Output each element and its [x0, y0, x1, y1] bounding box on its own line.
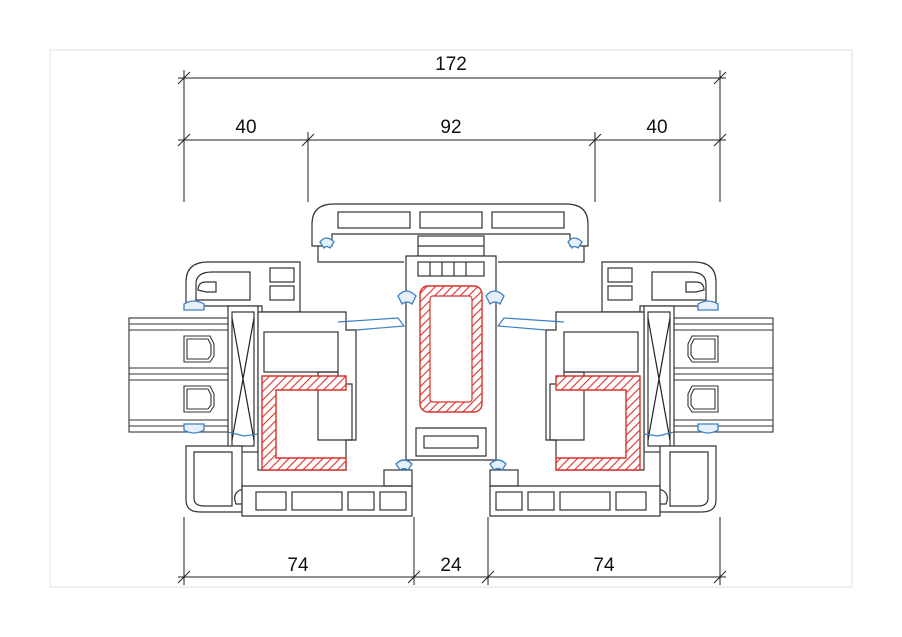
dimension-lines	[177, 70, 727, 585]
left-glazing-unit	[128, 317, 230, 433]
dimension-left-top-label: 40	[235, 117, 256, 138]
sealing-strips	[227, 317, 675, 437]
drawing-border	[49, 49, 853, 588]
central-steel-reinforcement	[419, 285, 483, 413]
dimension-overall-label: 172	[435, 54, 467, 75]
left-sash-profile	[185, 261, 357, 513]
left-steel-reinforcement	[261, 375, 347, 471]
right-steel-reinforcement	[555, 375, 641, 471]
dimension-left-bottom-label: 74	[287, 555, 309, 576]
dimension-center-top-label: 92	[440, 117, 461, 138]
dimension-right-bottom-label: 74	[593, 555, 615, 576]
right-glazing-unit	[672, 317, 774, 433]
dimension-right-top-label: 40	[646, 117, 667, 138]
right-sash-profile	[545, 261, 717, 513]
gaskets	[183, 237, 719, 471]
dimension-center-bottom-label: 24	[440, 555, 462, 576]
